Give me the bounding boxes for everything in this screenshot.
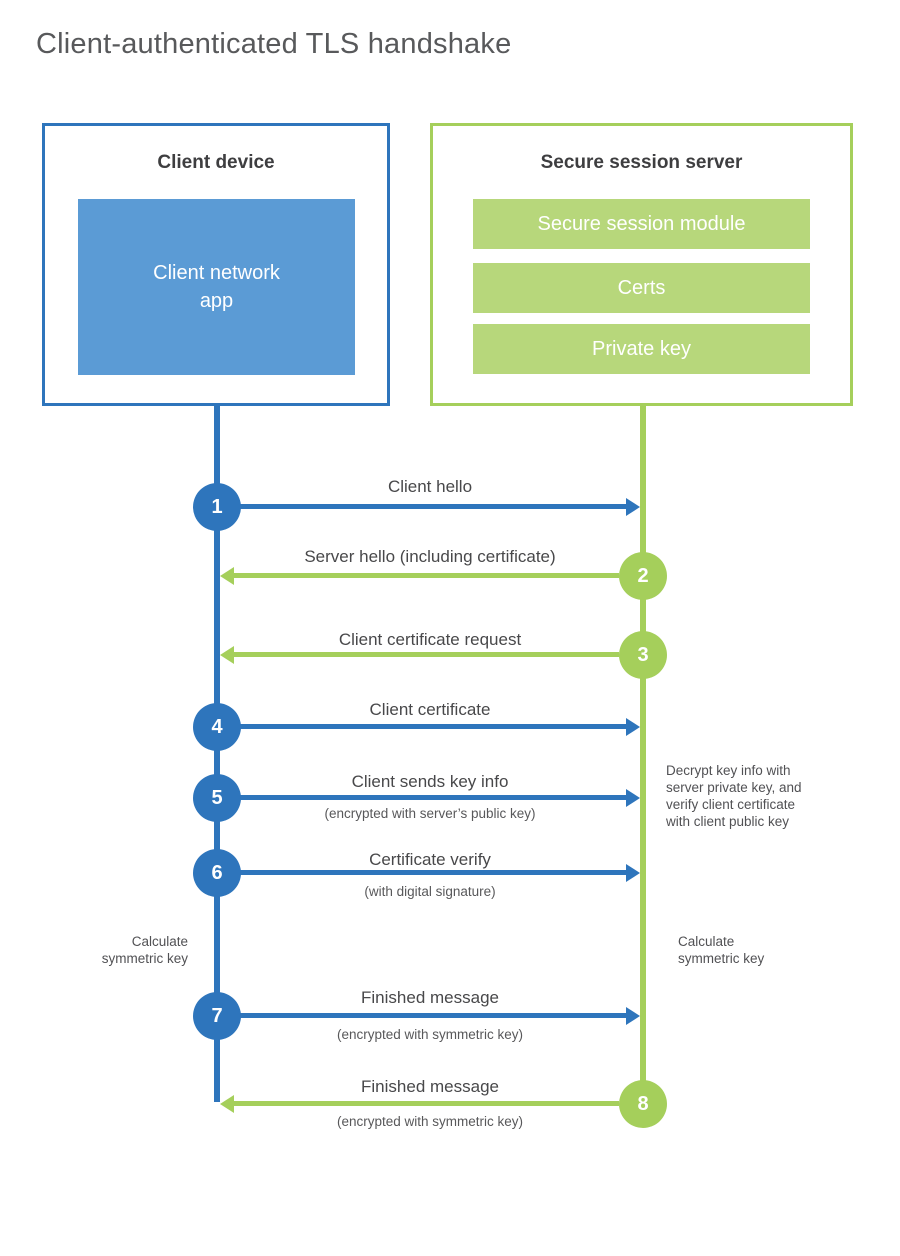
step-6-arrow — [240, 870, 626, 875]
step-2-arrow — [234, 573, 619, 578]
step-4-label: Client certificate — [369, 700, 491, 719]
client-calculate-key-note: Calculate symmetric key — [101, 934, 188, 966]
step-6-sublabel: (with digital signature) — [364, 884, 496, 899]
step-6-circle: 6 — [193, 849, 241, 897]
step-5-circle: 5 — [193, 774, 241, 822]
step-2-arrowhead-icon — [220, 567, 234, 585]
step-8-arrow — [234, 1101, 619, 1106]
client-device-box: Client device Client network app — [42, 123, 390, 406]
client-device-title: Client device — [157, 152, 275, 173]
step-7-sublabel: (encrypted with symmetric key) — [336, 1027, 524, 1042]
step-4-circle: 4 — [193, 703, 241, 751]
step-1-arrow — [240, 504, 626, 509]
step-1-circle: 1 — [193, 483, 241, 531]
step-8-label: Finished message — [361, 1077, 499, 1096]
step-6-arrowhead-icon — [626, 864, 640, 882]
server-calculate-key-note: Calculate symmetric key — [678, 934, 765, 966]
client-network-app-box: Client network app — [78, 199, 355, 375]
step-5-arrowhead-icon — [626, 789, 640, 807]
step-2-label: Server hello (including certificate) — [304, 547, 556, 566]
step-7-arrow — [240, 1013, 626, 1018]
step-8-circle: 8 — [619, 1080, 667, 1128]
step-3-label: Client certificate request — [338, 630, 522, 649]
server-lifeline — [640, 405, 646, 1104]
step-3-circle: 3 — [619, 631, 667, 679]
secure-session-server-box: Secure session server Secure session mod… — [430, 123, 853, 406]
step-7-label: Finished message — [361, 988, 499, 1007]
step-5-sublabel: (encrypted with server’s public key) — [324, 806, 536, 821]
private-key-box: Private key — [473, 324, 810, 374]
server-decrypt-note: Decrypt key info with server private key… — [666, 763, 802, 829]
step-1-label: Client hello — [387, 477, 473, 496]
step-2-circle: 2 — [619, 552, 667, 600]
secure-session-module-box: Secure session module — [473, 199, 810, 249]
secure-session-server-title: Secure session server — [540, 152, 743, 173]
step-7-arrowhead-icon — [626, 1007, 640, 1025]
step-8-sublabel: (encrypted with symmetric key) — [336, 1114, 524, 1129]
step-4-arrow — [240, 724, 626, 729]
step-8-arrowhead-icon — [220, 1095, 234, 1113]
step-5-label: Client sends key info — [351, 772, 509, 791]
step-6-label: Certificate verify — [369, 850, 491, 869]
step-3-arrowhead-icon — [220, 646, 234, 664]
client-lifeline — [214, 405, 220, 1102]
step-3-arrow — [234, 652, 619, 657]
step-4-arrowhead-icon — [626, 718, 640, 736]
step-1-arrowhead-icon — [626, 498, 640, 516]
step-5-arrow — [240, 795, 626, 800]
page-title: Client-authenticated TLS handshake — [36, 28, 512, 60]
step-7-circle: 7 — [193, 992, 241, 1040]
certs-box: Certs — [473, 263, 810, 313]
